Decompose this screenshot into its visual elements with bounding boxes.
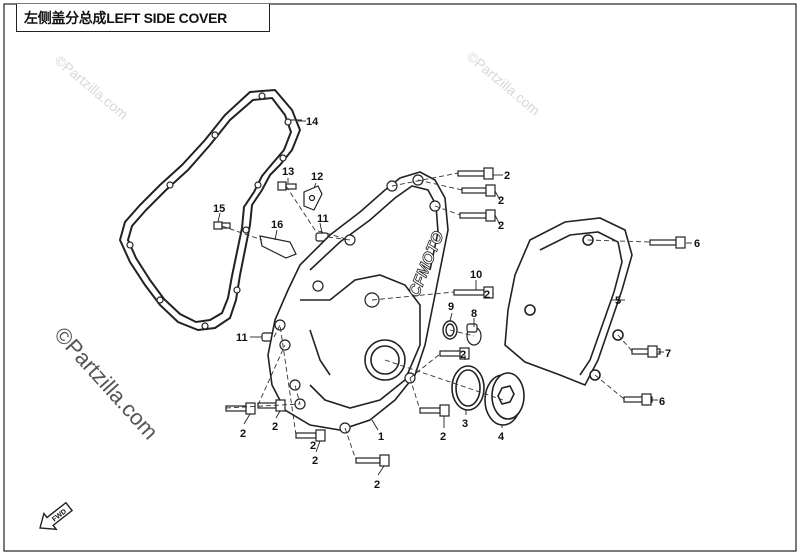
callout-13: 13 bbox=[282, 166, 294, 178]
callout-8: 8 bbox=[471, 308, 477, 320]
plate-16 bbox=[259, 235, 297, 259]
callout-2-k: 2 bbox=[310, 440, 316, 452]
callout-15: 15 bbox=[213, 203, 225, 215]
callout-3: 3 bbox=[462, 418, 468, 430]
callout-12: 12 bbox=[311, 171, 323, 183]
gasket-14 bbox=[118, 88, 302, 332]
callout-5: 5 bbox=[615, 295, 621, 307]
callout-11-top: 11 bbox=[317, 213, 329, 225]
callout-2-i: 2 bbox=[440, 431, 446, 443]
callout-14: 14 bbox=[306, 116, 319, 128]
callout-16: 16 bbox=[271, 219, 283, 231]
cover-plate-5 bbox=[504, 217, 633, 387]
callout-2-h: 2 bbox=[312, 455, 318, 467]
callout-2-g: 2 bbox=[272, 421, 278, 433]
callout-6-top: 6 bbox=[694, 238, 700, 250]
callout-11-left: 11 bbox=[236, 332, 248, 344]
callout-labels: 14 13 12 15 16 11 11 10 9 8 2 2 2 2 2 2 … bbox=[213, 116, 700, 491]
callout-2-e: 2 bbox=[460, 349, 466, 361]
bolt-13 bbox=[277, 181, 297, 191]
callout-4: 4 bbox=[498, 431, 505, 443]
callout-2-j: 2 bbox=[374, 479, 380, 491]
callout-2-d: 2 bbox=[484, 289, 490, 301]
bolt-15 bbox=[213, 221, 231, 230]
outer-border bbox=[3, 3, 797, 552]
page-title: 左侧盖分总成LEFT SIDE COVER bbox=[24, 10, 227, 26]
callout-2-c: 2 bbox=[498, 220, 504, 232]
gasket-holes bbox=[126, 92, 292, 330]
callout-9: 9 bbox=[448, 301, 454, 313]
callout-1: 1 bbox=[378, 431, 384, 443]
callout-2-b: 2 bbox=[498, 195, 504, 207]
left-side-cover-1 bbox=[267, 171, 449, 431]
alignment-lines bbox=[221, 172, 651, 461]
fwd-arrow-icon: FWD bbox=[39, 501, 74, 531]
cap-4 bbox=[484, 372, 525, 426]
callout-2-a: 2 bbox=[504, 170, 510, 182]
oring-3 bbox=[451, 365, 485, 411]
callout-6-bottom: 6 bbox=[659, 396, 665, 408]
leader-lines bbox=[217, 120, 692, 476]
title-box bbox=[16, 4, 270, 32]
callout-2-f: 2 bbox=[240, 428, 246, 440]
bracket-12 bbox=[303, 185, 323, 211]
callout-7: 7 bbox=[665, 348, 671, 360]
callout-10: 10 bbox=[470, 269, 482, 281]
